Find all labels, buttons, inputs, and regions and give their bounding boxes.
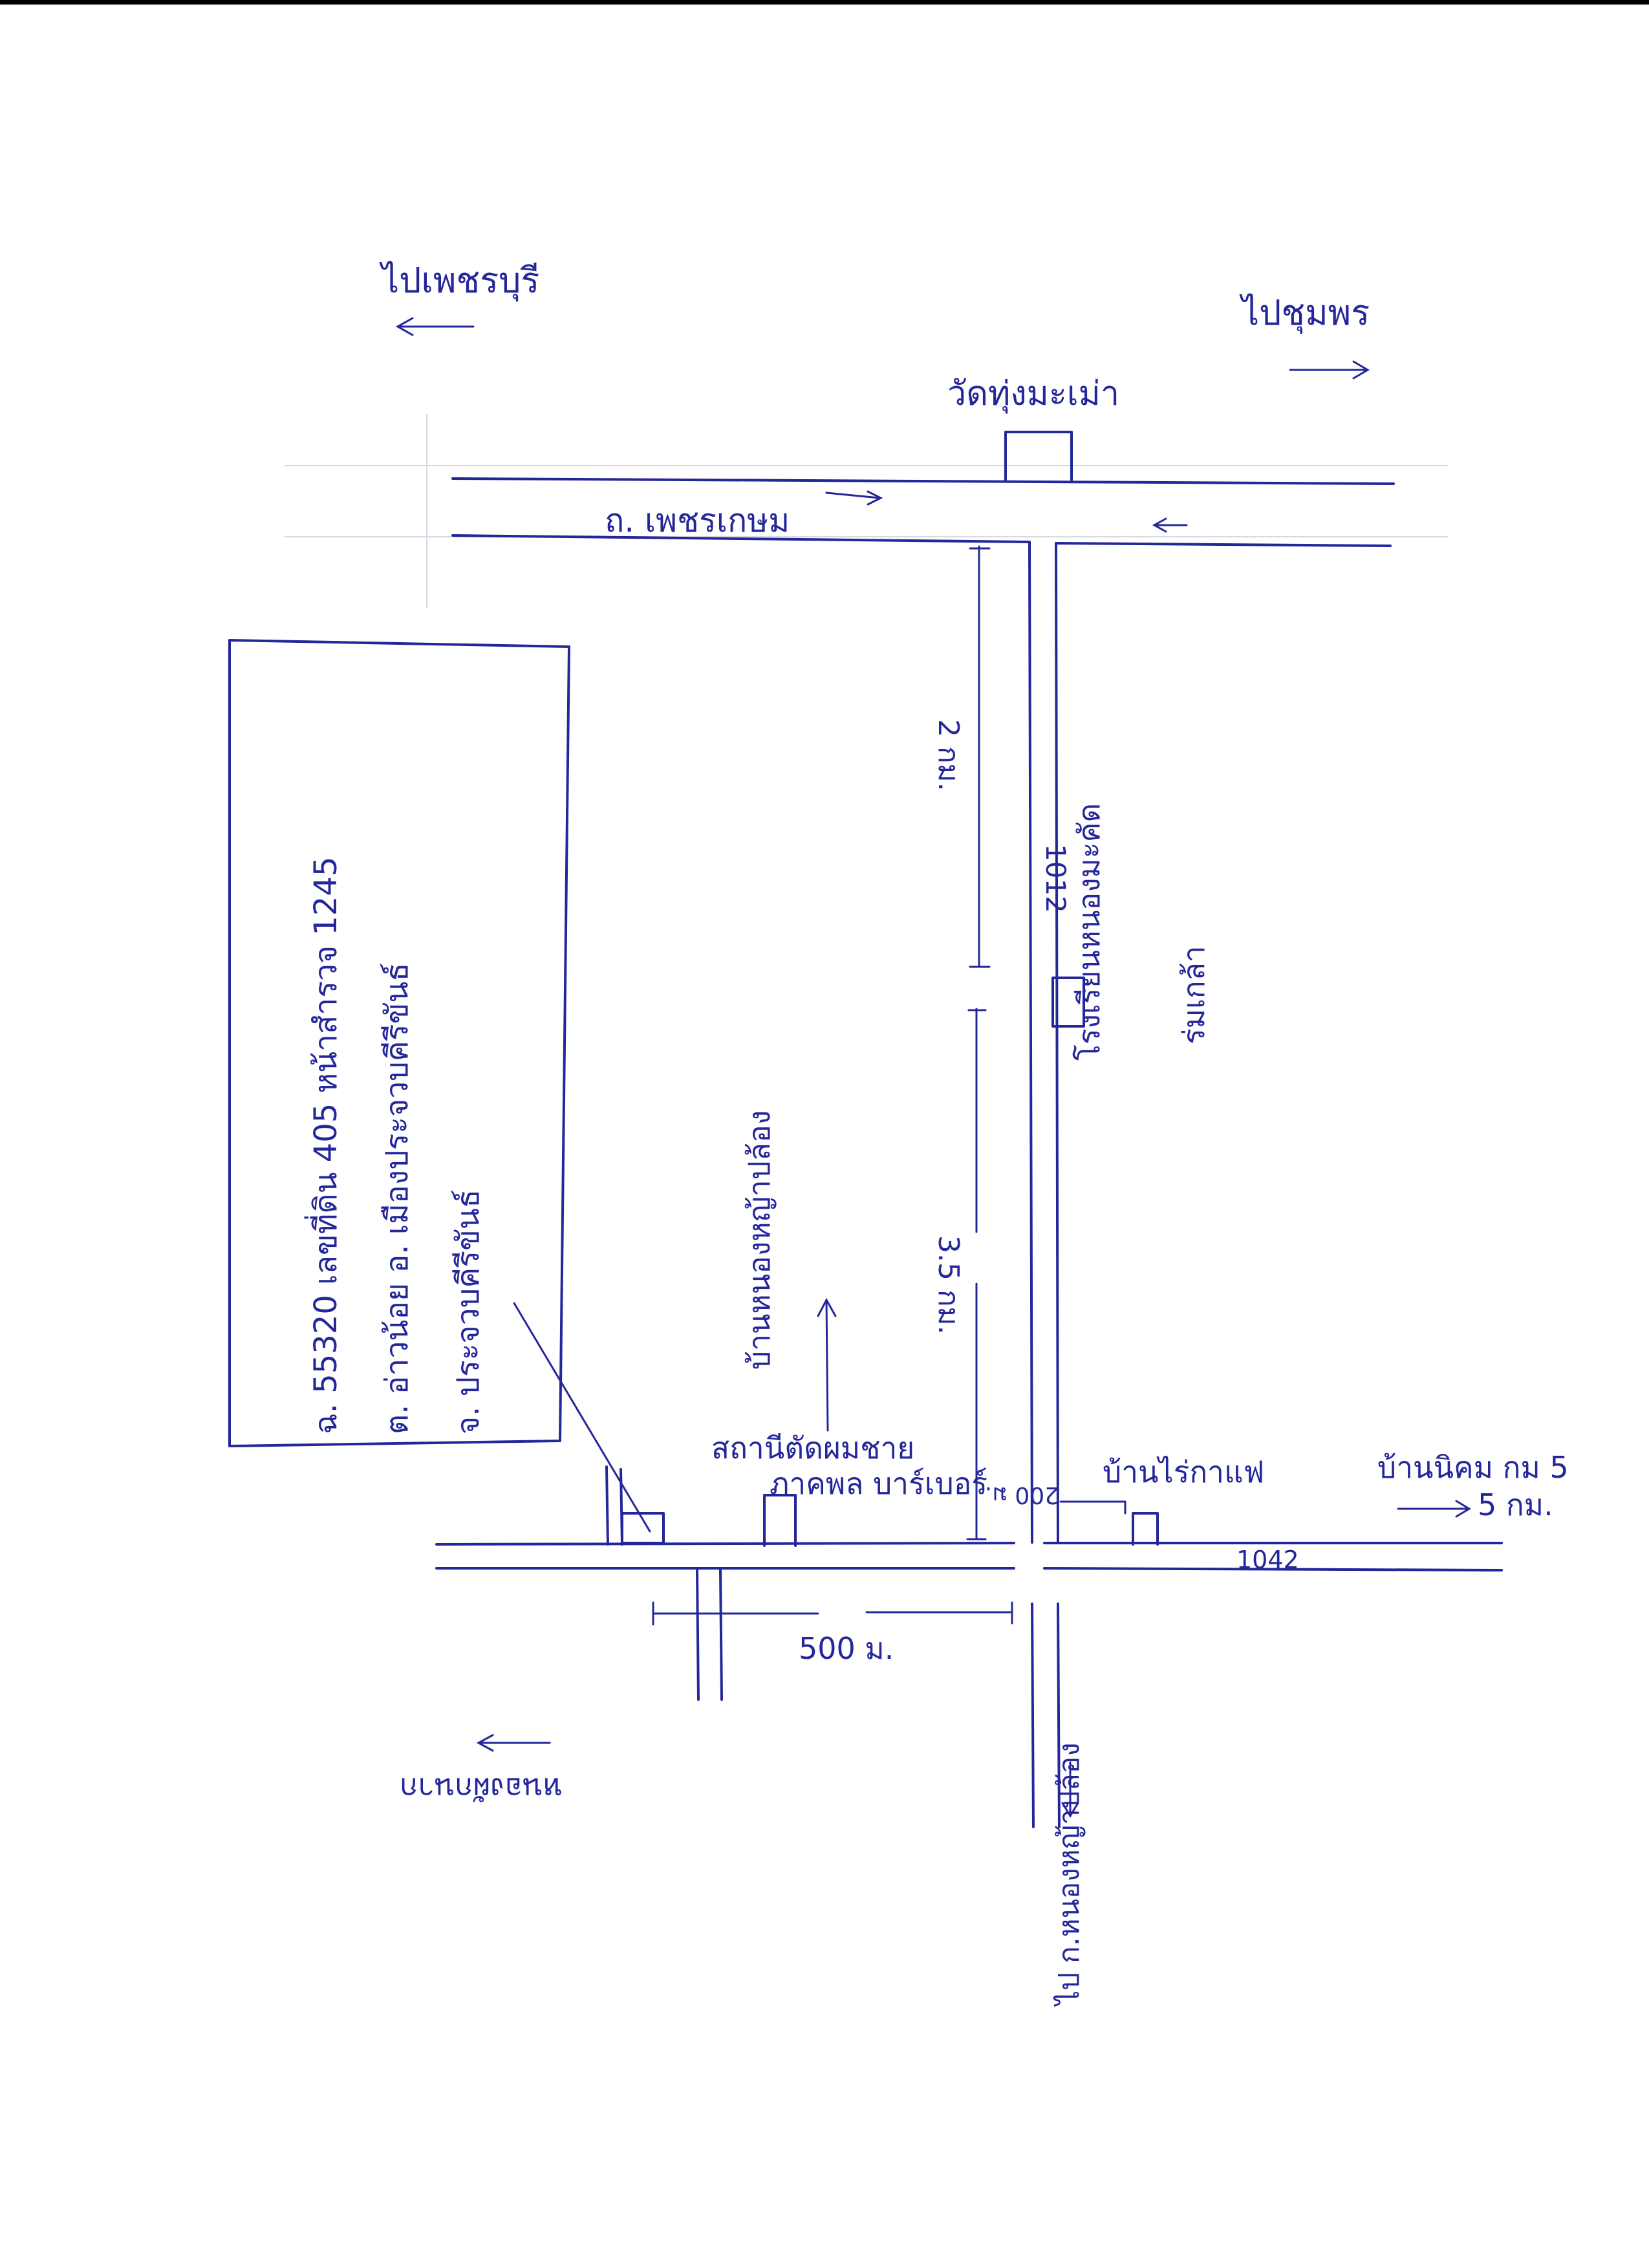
property-line3: จ. ประจวบคีรีขันธ์: [450, 1189, 486, 1434]
label-village-road: บ้านหนองหญ้าปล้อง: [742, 1110, 777, 1370]
raikafe-building: [1132, 1512, 1159, 1546]
arrow-to-chumphon: [1289, 360, 1370, 380]
label-nong-phak-nak: หนองผักนาก: [400, 1771, 563, 1806]
side-road: [696, 1569, 723, 1701]
label-3-5km: 3.5 กม.: [932, 1235, 965, 1335]
label-barber-line1: สถานีตัดผมชาย: [711, 1431, 914, 1465]
scan-top-edge: [0, 0, 1649, 5]
school-building: [1051, 977, 1085, 1028]
label-nikhom: บ้านนิคม กม 5: [1377, 1450, 1569, 1485]
barber-building: [763, 1494, 797, 1547]
arrow-nong-phak-nak: [476, 1734, 551, 1752]
label-road-1012: 1012: [1040, 844, 1072, 913]
label-village-raikafe: บ้านไร่กาแฟ: [1103, 1454, 1264, 1489]
dimension-500m: [652, 1601, 1013, 1626]
label-road-1042: 1042: [1236, 1546, 1299, 1574]
highway-phetkasem: [451, 477, 1395, 547]
label-500m: 500 ม.: [799, 1631, 894, 1666]
property-line1: ฉ. 55320 เลขที่ดิน 405 หน้าสำรวจ 1245: [304, 857, 344, 1434]
road-1042: [435, 1542, 1503, 1571]
property-info-box: [228, 639, 570, 1447]
arrow-nikhom: [1397, 1500, 1471, 1518]
label-barber-line2: ภาคพล บาร์เบอร์: [770, 1466, 987, 1501]
dimension-3-5km: [966, 1008, 987, 1540]
arrow-nong-ya-plong-village: [817, 1297, 837, 1432]
label-to-phetchaburi: ไปเพชรบุรี: [379, 260, 539, 302]
property-line2: ต. อ่าวน้อย อ. เมืองประจวบคีรีขันธ์: [379, 963, 415, 1435]
show-through-table: [285, 414, 1449, 608]
label-school-line1: โรงเรียนหนองมะคัด: [1072, 803, 1106, 1061]
label-to-chumphon: ไปชุมพร: [1239, 292, 1370, 334]
label-school-line2: ร่มเกล้า: [1176, 945, 1211, 1044]
label-highway: ถ. เพชรเกษม: [605, 502, 790, 539]
label-5km: 5 กม.: [1478, 1487, 1553, 1522]
label-to-nong-ya-plong: ไป ก.หนองหญ้าปล้อง: [1053, 1742, 1086, 2007]
arrow-south-1012: [1061, 1761, 1079, 1818]
temple-building: [1004, 431, 1073, 481]
road-1012: [1028, 541, 1061, 1828]
arrow-to-phetchaburi: [395, 317, 475, 336]
dimension-200m: [1059, 1500, 1126, 1515]
label-2km: 2 กม.: [932, 719, 965, 792]
label-200m: 200 ม.: [985, 1482, 1059, 1508]
label-temple: วัดทุ่งมะเม่า: [947, 374, 1119, 414]
leader-line: [513, 1302, 651, 1533]
dimension-2km: [969, 545, 991, 968]
